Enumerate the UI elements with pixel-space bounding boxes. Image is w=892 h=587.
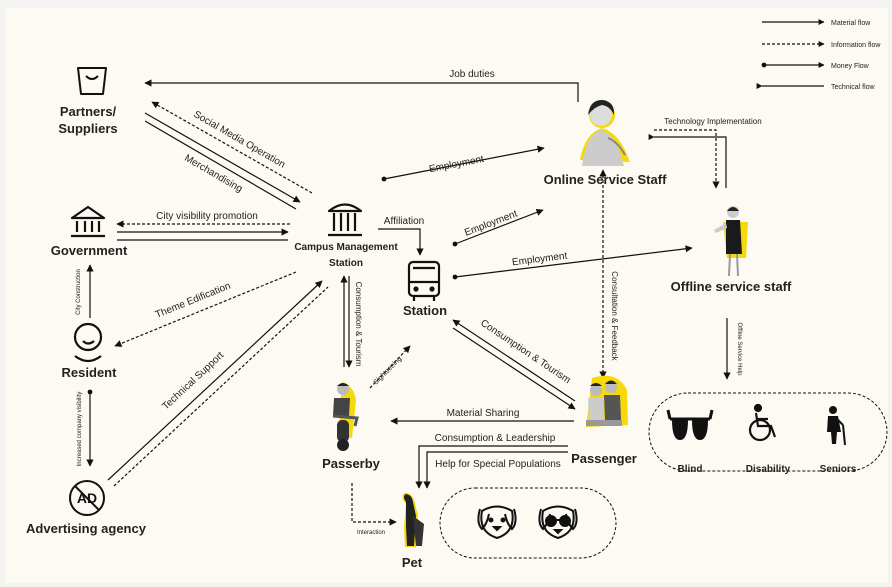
legend-material-label: Material flow <box>831 20 871 27</box>
wheelchair-icon <box>748 403 777 442</box>
sunglasses-icon <box>666 409 714 440</box>
legend: Material flow Information flow Money Flo… <box>756 19 881 91</box>
label-increased-visibility: Increased company visibility <box>77 392 83 467</box>
label-tech-impl: Technology Implementation <box>664 117 761 126</box>
edge-tech-impl <box>648 134 727 188</box>
label-consumption-tourism-vertical: Consumption & Tourism <box>354 282 363 367</box>
edge-social-media <box>151 101 313 194</box>
node-blind: Blind <box>678 464 703 475</box>
pet-group <box>439 487 617 559</box>
edge-technical-support <box>107 280 323 481</box>
node-online-service-staff: Online Service Staff <box>544 172 667 187</box>
dog-face-icon <box>477 505 517 540</box>
label-material-sharing: Material Sharing <box>447 408 520 419</box>
node-partners-line2: Suppliers <box>58 121 117 136</box>
label-city-visibility: City visibility promotion <box>156 211 258 222</box>
node-passerby: Passerby <box>322 456 381 471</box>
edge-merchandising-a <box>144 112 301 203</box>
edge-employment-station <box>452 208 544 247</box>
edge-consumption-leadership <box>415 445 568 489</box>
label-consumption-leadership: Consumption & Leadership <box>435 433 556 444</box>
shopping-bag-icon <box>77 67 107 95</box>
dog-sunglasses-icon <box>538 505 578 540</box>
government-building-icon <box>70 205 106 238</box>
edge-affiliation <box>378 228 424 256</box>
node-campus-line2: Station <box>329 258 363 269</box>
label-affiliation: Affiliation <box>384 216 424 227</box>
offline-staff-photo <box>714 206 748 277</box>
node-passenger: Passenger <box>571 451 637 466</box>
label-employment-station: Employment <box>463 208 519 238</box>
edge-employment-online <box>381 145 545 182</box>
node-campus-line1: Campus Management <box>294 242 398 253</box>
label-interaction: Interaction <box>357 530 385 536</box>
no-ads-icon: AD <box>69 480 105 516</box>
label-offline-service-help: Offline Service Help <box>736 323 742 377</box>
node-government: Government <box>51 243 128 258</box>
label-help-special: Help for Special Populations <box>435 459 561 470</box>
edge-tech-impl-info <box>654 129 720 189</box>
label-consultation-feedback: Consultation & Feedback <box>610 271 619 361</box>
node-partners-line1: Partners/ <box>60 104 117 119</box>
edge-technical-support-info <box>113 286 329 487</box>
node-disability: Disability <box>746 464 791 475</box>
label-social-media: Social Media Operation <box>191 109 287 171</box>
node-station: Station <box>403 303 447 318</box>
legend-technical-label: Technical flow <box>831 84 876 91</box>
edge-interaction <box>351 483 397 526</box>
scooter-passerby-photo <box>332 382 359 451</box>
label-employment-online: Employment <box>428 154 485 175</box>
label-employment-offline: Employment <box>511 251 568 269</box>
resident-face-icon <box>73 322 103 363</box>
dog-photo <box>402 492 424 547</box>
campus-building-icon <box>327 203 363 237</box>
svg-text:AD: AD <box>77 490 97 506</box>
senior-cane-icon <box>827 406 846 446</box>
label-city-construction: City Construction <box>76 269 82 315</box>
edge-help-special <box>423 451 568 489</box>
label-sightseeing: Sightseeing <box>373 355 404 386</box>
edge-merchandising-b <box>144 120 297 210</box>
node-advertising-agency: Advertising agency <box>26 521 147 536</box>
edge-consumption-tourism-down <box>452 327 576 410</box>
support-staff-photo <box>580 99 630 166</box>
label-technical-support: Technical Support <box>160 350 226 412</box>
node-offline-service-staff: Offline service staff <box>671 279 792 294</box>
bus-station-icon <box>407 260 441 301</box>
edge-job-duties <box>144 79 579 102</box>
edge-employment-offline <box>452 245 693 280</box>
node-pet: Pet <box>402 555 423 570</box>
legend-money-label: Money Flow <box>831 63 870 70</box>
special-populations-group <box>648 392 888 472</box>
legend-information-label: Information flow <box>831 42 881 49</box>
node-seniors: Seniors <box>820 464 857 475</box>
node-resident: Resident <box>62 365 118 380</box>
label-job-duties: Job duties <box>449 69 495 80</box>
label-theme-edification: Theme Edification <box>154 281 232 321</box>
edge-theme-edification <box>114 271 297 347</box>
edge-consumption-tourism-up <box>452 319 576 402</box>
passenger-group-photo <box>586 375 628 427</box>
